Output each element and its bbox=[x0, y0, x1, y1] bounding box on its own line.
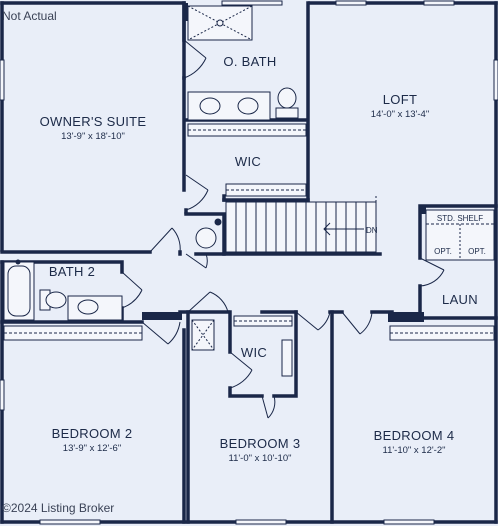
bedroom2-dims: 13'-9" x 12'-6" bbox=[63, 443, 121, 454]
stair-direction: DN bbox=[366, 226, 378, 235]
owner-vanity bbox=[187, 91, 271, 121]
wic2-name: WIC bbox=[241, 345, 267, 360]
owner-wic-shelves bbox=[187, 123, 307, 197]
bedroom4-closet bbox=[389, 325, 495, 341]
laundry-opt-left: OPT. bbox=[434, 247, 452, 256]
wall-accents bbox=[142, 3, 426, 322]
wic2-shelves bbox=[233, 315, 293, 377]
owner-toilet bbox=[275, 87, 299, 119]
water-heater bbox=[195, 218, 222, 249]
owner-bath-name: O. BATH bbox=[223, 54, 276, 69]
door-swings bbox=[121, 39, 445, 419]
owner-shower bbox=[187, 5, 253, 41]
bedroom2-closet bbox=[3, 325, 143, 341]
bedroom4-name: BEDROOM 4 bbox=[374, 428, 455, 443]
bath2-toilet bbox=[39, 289, 67, 311]
copyright-notice: ©2024 Listing Broker bbox=[2, 501, 114, 515]
laundry-opt-right: OPT. bbox=[468, 247, 486, 256]
laundry-shelf-label: STD. SHELF bbox=[437, 214, 483, 223]
laundry-shelf bbox=[425, 209, 495, 261]
bedroom3-linen bbox=[191, 319, 215, 351]
owner-wic-name: WIC bbox=[235, 154, 261, 169]
bath2-vanity bbox=[67, 295, 123, 321]
bath2-name: BATH 2 bbox=[49, 264, 95, 279]
bath2-tub bbox=[3, 259, 35, 321]
bedroom3-dims: 11'-0" x 10'-10" bbox=[228, 453, 291, 464]
bedroom2-name: BEDROOM 2 bbox=[52, 426, 133, 441]
loft-dims: 14'-0" x 13'-4" bbox=[371, 109, 429, 120]
laundry-name: LAUN bbox=[442, 292, 478, 307]
owners-suite-dims: 13'-9" x 18'-10" bbox=[61, 131, 125, 142]
not-actual-notice: Not Actual bbox=[2, 9, 57, 23]
owners-suite-name: OWNER'S SUITE bbox=[40, 114, 147, 129]
loft-name: LOFT bbox=[383, 92, 417, 107]
stairs bbox=[225, 196, 377, 256]
bedroom3-name: BEDROOM 3 bbox=[220, 436, 301, 451]
bedroom4-dims: 11'-10" x 12'-2" bbox=[382, 445, 445, 456]
